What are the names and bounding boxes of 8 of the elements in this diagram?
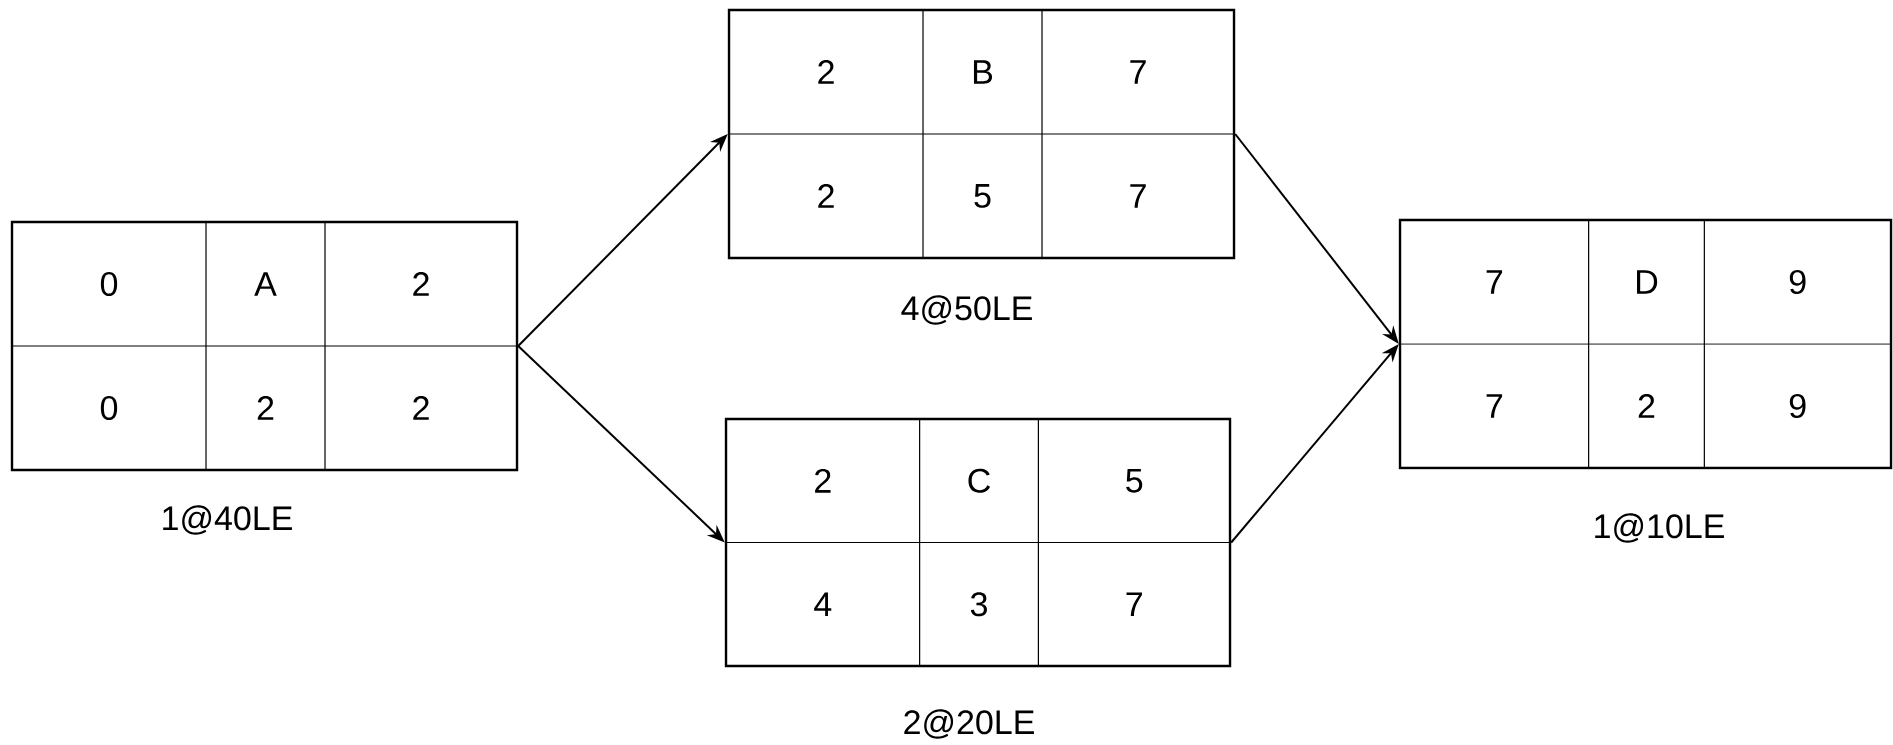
node-label: 2@20LE	[904, 709, 1034, 739]
node-label: 4@50LE	[901, 295, 1032, 325]
node-label: 1@40LE	[163, 505, 292, 535]
node-label: 1@10LE	[1595, 513, 1724, 543]
table-box: 2 B 7 2 5 7	[727, 8, 1236, 260]
table-box: 7 D 9 7 2 9	[1398, 218, 1893, 470]
table-box: 0 A 2 0 2 2	[10, 220, 519, 472]
table-box: 2 C 5 4 3 7	[724, 417, 1232, 668]
